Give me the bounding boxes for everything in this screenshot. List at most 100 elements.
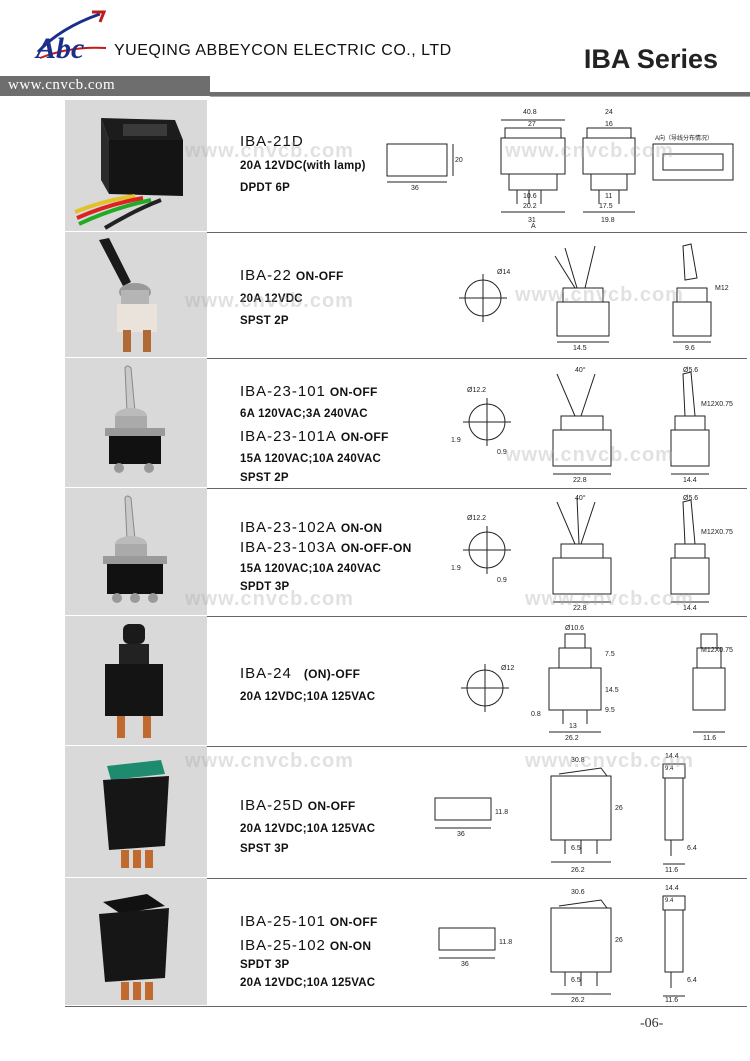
page-header: Abc YUEQING ABBEYCON ELECTRIC CO., LTD I… (0, 0, 750, 100)
watermark: www.cnvcb.com (185, 588, 354, 610)
model-name: IBA-21D (240, 133, 304, 150)
product-row-iba-21d: IBA-21D 20A 12VDC(with lamp) DPDT 6P 36 … (65, 100, 747, 233)
watermark: www.cnvcb.com (505, 444, 674, 466)
svg-text:1.9: 1.9 (451, 437, 461, 444)
svg-text:40°: 40° (575, 494, 586, 502)
spec-line: 20A 12VDC;10A 125VAC (240, 691, 376, 703)
svg-text:M12X0.75: M12X0.75 (701, 529, 733, 536)
svg-text:14.5: 14.5 (573, 345, 587, 352)
svg-text:30.6: 30.6 (571, 889, 585, 896)
spec-line: SPDT 3P (240, 959, 290, 971)
svg-text:14.4: 14.4 (665, 885, 679, 892)
product-photo (65, 358, 207, 487)
svg-text:26.2: 26.2 (571, 997, 585, 1004)
dimension-drawing: Ø12.2 40° Ø5.6 M12X0.75 22.8 14.4 0.9 1.… (451, 494, 733, 612)
svg-text:Ø12.2: Ø12.2 (467, 387, 486, 394)
svg-text:11.8: 11.8 (495, 809, 508, 816)
dimension-drawing: 30.6 26.2 36 11.8 14.4 9.4 6.5 6.4 11.6 … (438, 885, 697, 1004)
svg-text:26: 26 (615, 805, 623, 812)
svg-text:26.2: 26.2 (565, 735, 579, 742)
product-photo (65, 232, 207, 357)
product-photo (65, 100, 207, 231)
spec-line: DPDT 6P (240, 182, 290, 194)
svg-text:27: 27 (528, 121, 536, 128)
model-name: IBA-24(ON)-OFF (240, 665, 361, 682)
svg-text:26.2: 26.2 (571, 867, 585, 874)
svg-text:40.8: 40.8 (523, 109, 537, 116)
dimension-drawing: Ø12.2 40° Ø5.6 M12X0.75 22.8 14.4 0.9 1.… (451, 366, 733, 484)
watermark: www.cnvcb.com (185, 140, 354, 162)
svg-text:7.5: 7.5 (605, 651, 615, 658)
watermark: www.cnvcb.com (525, 588, 694, 610)
svg-text:11.6: 11.6 (665, 867, 678, 874)
svg-text:11.8: 11.8 (499, 939, 512, 946)
svg-text:M12X0.75: M12X0.75 (701, 647, 733, 654)
svg-text:24: 24 (605, 109, 613, 116)
spec-line: SPDT 3P (240, 581, 290, 593)
svg-text:0.9: 0.9 (497, 449, 507, 456)
series-title: IBA Series (583, 44, 718, 74)
product-photo (65, 488, 207, 615)
svg-text:11: 11 (605, 193, 612, 200)
dimension-drawing: Ø14 M12 14.5 9.6 (459, 243, 729, 352)
svg-text:36: 36 (461, 961, 469, 968)
rocker-switch-image (65, 746, 207, 877)
svg-text:14.4: 14.4 (683, 477, 697, 484)
svg-text:17.5: 17.5 (599, 203, 613, 210)
svg-text:A向（导线分布情况）: A向（导线分布情况） (655, 134, 713, 142)
rocker-switch-lamp-image (65, 100, 207, 231)
watermark: www.cnvcb.com (185, 290, 354, 312)
watermark: www.cnvcb.com (515, 284, 684, 306)
dimension-drawing: Ø10.6 M12X0.75 Ø12 13 26.2 11.6 0.8 14.5… (461, 625, 733, 742)
header-rule-thin (210, 96, 750, 97)
spec-line: SPST 3P (240, 843, 289, 855)
company-name: YUEQING ABBEYCON ELECTRIC CO., LTD (114, 42, 452, 59)
product-photo (65, 746, 207, 877)
svg-text:6.5: 6.5 (571, 977, 581, 984)
svg-text:31: 31 (528, 217, 536, 224)
product-photo (65, 878, 207, 1005)
svg-text:22.8: 22.8 (573, 477, 587, 484)
svg-text:36: 36 (457, 831, 465, 838)
svg-text:16: 16 (605, 121, 613, 128)
svg-text:6.4: 6.4 (687, 977, 697, 984)
svg-text:9.4: 9.4 (665, 898, 674, 904)
dimension-drawing: 30.8 26.2 36 11.8 14.4 9.4 6.5 6.4 11.6 … (434, 753, 697, 874)
watermark: www.cnvcb.com (505, 140, 674, 162)
svg-text:Ø12: Ø12 (501, 665, 514, 672)
rocker-switch-image (65, 878, 207, 1005)
svg-text:14.4: 14.4 (683, 605, 697, 612)
svg-text:Ø5.6: Ø5.6 (683, 495, 698, 502)
svg-text:36: 36 (411, 185, 419, 192)
svg-text:A: A (531, 223, 536, 228)
svg-text:19.8: 19.8 (601, 217, 615, 224)
svg-text:20.2: 20.2 (523, 203, 537, 210)
svg-text:0.8: 0.8 (531, 711, 541, 718)
svg-text:30.8: 30.8 (571, 757, 585, 764)
spec-line: 20A 12VDC;10A 125VAC (240, 977, 376, 989)
spec-line: 20A 12VDC (240, 293, 303, 305)
svg-text:14.5: 14.5 (605, 687, 619, 694)
svg-text:Abc: Abc (34, 32, 84, 65)
svg-text:10.6: 10.6 (523, 193, 537, 200)
svg-text:40°: 40° (575, 366, 586, 374)
toggle-switch-image (65, 232, 207, 357)
svg-text:Ø12.2: Ø12.2 (467, 515, 486, 522)
product-info: IBA-21D 20A 12VDC(with lamp) DPDT 6P (240, 132, 366, 197)
svg-text:20: 20 (455, 157, 463, 164)
toggle-switch-image (65, 488, 207, 615)
website-url: www.cnvcb.com (8, 77, 116, 93)
watermark: www.cnvcb.com (185, 750, 354, 772)
svg-text:11.6: 11.6 (703, 735, 716, 742)
